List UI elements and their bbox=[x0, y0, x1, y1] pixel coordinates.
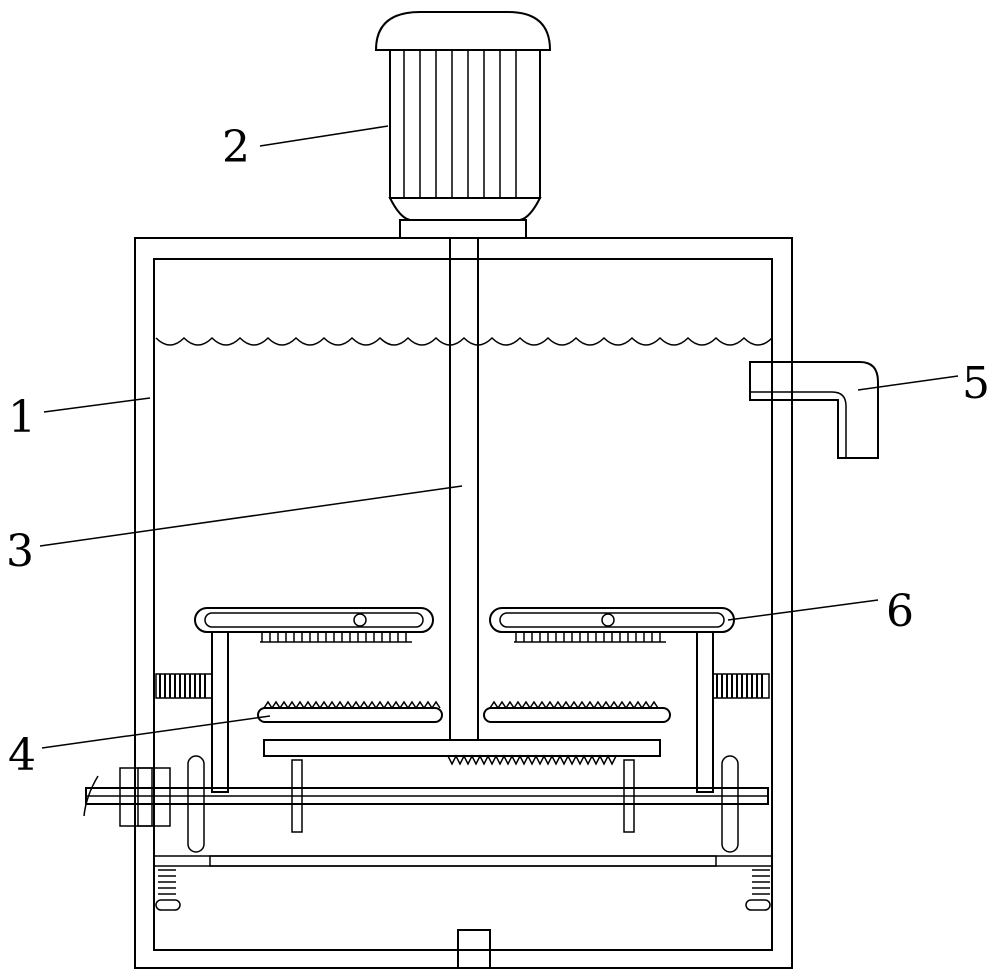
stirring-shaft bbox=[449, 237, 479, 741]
filter-screen bbox=[153, 855, 773, 911]
label-5: 5 bbox=[962, 358, 990, 409]
outlet-pipe bbox=[749, 361, 879, 459]
label-3: 3 bbox=[6, 526, 34, 577]
scraper-blades bbox=[257, 700, 671, 766]
label-2: 2 bbox=[222, 122, 250, 173]
leader-lines bbox=[39, 125, 959, 749]
liquid-surface bbox=[155, 336, 773, 346]
label-6: 6 bbox=[886, 586, 914, 637]
brush-arm-left bbox=[194, 607, 434, 643]
tank-housing bbox=[134, 237, 793, 969]
motor bbox=[374, 11, 552, 239]
side-springs bbox=[155, 673, 770, 699]
label-4: 4 bbox=[8, 730, 36, 781]
brush-arm-right bbox=[489, 607, 735, 643]
label-1: 1 bbox=[8, 392, 36, 443]
horizontal-rod bbox=[83, 767, 769, 827]
frame-posts bbox=[211, 631, 714, 793]
